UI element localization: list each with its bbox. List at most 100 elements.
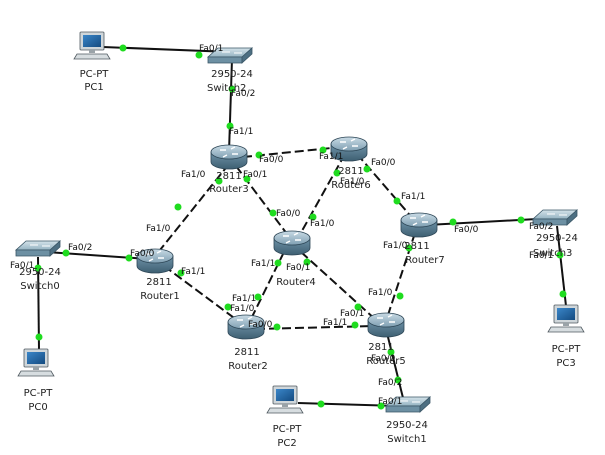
- device-name-label: PC3: [556, 358, 575, 369]
- port-label: Fa1/0: [181, 170, 206, 180]
- port-label: Fa0/0: [371, 158, 396, 168]
- port-label: Fa0/0: [371, 354, 396, 364]
- link-router4-router5[interactable]: [300, 251, 377, 321]
- device-pc2[interactable]: PC-PT PC2: [266, 385, 304, 449]
- device-type-label: 2811: [146, 277, 171, 288]
- link-dot: [319, 146, 327, 154]
- device-type-label: 2950-24: [536, 233, 578, 244]
- device-type-label: 2811: [404, 241, 429, 252]
- link-dot: [405, 244, 413, 252]
- link-dot: [556, 251, 564, 259]
- link-router6-router7[interactable]: [356, 153, 416, 222]
- device-type-label: PC-PT: [24, 388, 54, 399]
- device-name-label: PC2: [277, 438, 296, 449]
- device-router6[interactable]: 2811 Router6: [330, 136, 371, 191]
- device-name-label: Router6: [331, 180, 371, 191]
- port-label: Fa1/1: [181, 267, 205, 277]
- link-router1-router2[interactable]: [163, 265, 242, 324]
- link-switch2-router3[interactable]: [228, 58, 233, 153]
- device-router7[interactable]: 2811 Router7: [400, 212, 445, 266]
- device-name-label: Router2: [228, 361, 268, 372]
- link-dot: [274, 259, 282, 267]
- port-label: Fa0/0: [276, 209, 301, 219]
- device-switch2[interactable]: 2950-24 Switch2: [207, 47, 253, 94]
- link-dot: [62, 249, 70, 257]
- device-pc0[interactable]: PC-PT PC0: [17, 348, 55, 413]
- link-router6-router4[interactable]: [297, 153, 346, 239]
- link-dot: [309, 213, 317, 221]
- device-name-label: Router4: [276, 277, 316, 288]
- link-dot: [255, 151, 263, 159]
- port-label: Fa0/2: [529, 222, 553, 232]
- device-type-label: 2811: [234, 347, 259, 358]
- port-label: Fa1/0: [146, 224, 171, 234]
- device-type-label: PC-PT: [80, 69, 110, 80]
- link-dot: [269, 209, 277, 217]
- link-dot: [363, 165, 371, 173]
- link-dot: [449, 218, 457, 226]
- link-dot: [174, 203, 182, 211]
- link-dot: [387, 348, 395, 356]
- link-router5-switch1[interactable]: [386, 332, 405, 403]
- port-label: Fa1/0: [310, 219, 335, 229]
- port-label: Fa0/1: [10, 261, 34, 271]
- link-dot: [393, 197, 401, 205]
- link-dot: [215, 177, 223, 185]
- port-label: Fa0/1: [340, 309, 364, 319]
- device-pc1[interactable]: PC-PT PC1: [73, 31, 111, 93]
- link-dot: [333, 169, 341, 177]
- port-label: Fa1/1: [323, 318, 347, 328]
- link-dot: [243, 175, 251, 183]
- device-switch3[interactable]: 2950-24 Switch3: [532, 209, 578, 259]
- port-labels: Fa0/1 Fa0/2 Fa1/1 Fa0/0 Fa1/0 Fa0/1 Fa1/…: [10, 44, 553, 407]
- device-type-label: 2950-24: [19, 267, 61, 278]
- pc-icon: [73, 31, 111, 60]
- switch-icon: [15, 240, 61, 257]
- port-label: Fa0/0: [259, 155, 284, 165]
- link-dot: [303, 258, 311, 266]
- port-label: Fa1/1: [251, 259, 275, 269]
- port-label: Fa0/2: [378, 378, 402, 388]
- device-type-label: 2811: [338, 166, 363, 177]
- device-name-label: PC0: [28, 402, 47, 413]
- device-switch0[interactable]: 2950-24 Switch0: [15, 240, 61, 292]
- device-type-label: 2811: [216, 171, 241, 182]
- device-router1[interactable]: 2811 Router1: [136, 248, 180, 302]
- port-label: Fa0/1: [286, 263, 310, 273]
- device-switch1[interactable]: 2950-24 Switch1: [385, 396, 431, 445]
- port-label: Fa1/0: [340, 177, 365, 187]
- router-icon: [400, 212, 438, 238]
- device-type-label: PC-PT: [552, 344, 582, 355]
- port-label: Fa1/1: [401, 192, 425, 202]
- device-router2[interactable]: 2811 Router2: [227, 314, 268, 372]
- link-dot: [317, 400, 325, 408]
- link-dot: [377, 402, 385, 410]
- port-label: Fa1/0: [383, 241, 408, 251]
- device-name-label: Router7: [405, 255, 445, 266]
- device-name-label: Switch2: [207, 83, 246, 94]
- pc-icon: [547, 304, 585, 333]
- link-dot: [396, 292, 404, 300]
- device-name-label: PC1: [84, 82, 103, 93]
- link-dot: [394, 376, 402, 384]
- device-name-label: Switch1: [387, 434, 426, 445]
- link-status-dots: [34, 44, 567, 410]
- device-pc3[interactable]: PC-PT PC3: [547, 304, 585, 369]
- port-label: Fa1/1: [229, 127, 253, 137]
- router-icon: [367, 312, 405, 338]
- pc-icon: [266, 385, 304, 414]
- device-router4[interactable]: Router4: [273, 230, 316, 288]
- link-dot: [226, 122, 234, 130]
- port-label: Fa0/0: [454, 225, 479, 235]
- port-label: Fa1/1: [232, 294, 256, 304]
- device-router5[interactable]: 2811 Router5: [366, 312, 406, 367]
- device-router3[interactable]: 2811 Router3: [209, 144, 249, 195]
- device-name-label: Router3: [209, 184, 249, 195]
- link-dot: [254, 293, 262, 301]
- port-label: Fa0/0: [130, 249, 155, 259]
- link-dot: [228, 85, 236, 93]
- device-type-label: 2950-24: [386, 420, 428, 431]
- link-dot: [354, 303, 362, 311]
- router-icon: [210, 144, 248, 170]
